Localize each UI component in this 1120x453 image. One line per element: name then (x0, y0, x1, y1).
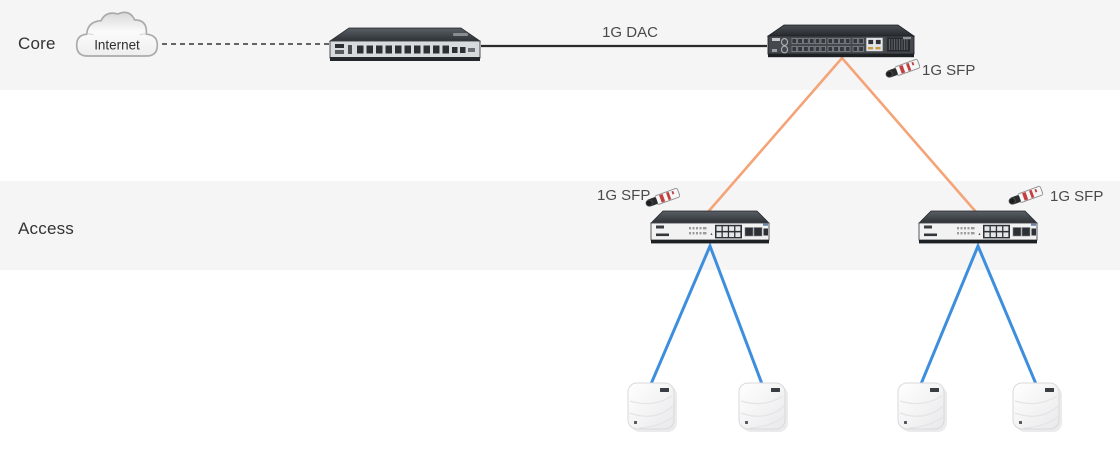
router-ports (357, 45, 475, 54)
internet-cloud-icon: Internet (75, 11, 159, 57)
access-switch-device-2 (918, 210, 1038, 244)
core-switch-ports (791, 38, 864, 52)
led-labels (689, 227, 707, 235)
sfp-module-icon-right (1008, 186, 1044, 205)
fiber-uplink-lines (707, 56, 977, 213)
sfp-module-icon-core (885, 59, 921, 78)
core-layer-label: Core (18, 34, 56, 53)
core-switch-device (766, 24, 916, 58)
access-switch-device-1 (650, 210, 770, 244)
sfp-module-icon-left (645, 188, 681, 207)
access-point-device-3 (897, 382, 947, 432)
rj45-ports (716, 226, 741, 237)
sfp-access-right-label: 1G SFP (1050, 188, 1104, 205)
sfp-access-left-label: 1G SFP (597, 187, 651, 204)
led-labels (957, 227, 975, 235)
access-point-device-1 (627, 382, 677, 432)
ap-links-right (919, 242, 1038, 385)
vent-grille (888, 39, 908, 50)
rj45-ports (984, 226, 1009, 237)
sfp-core-label: 1G SFP (922, 62, 976, 79)
access-point-device-2 (738, 382, 788, 432)
dac-link-label: 1G DAC (602, 24, 658, 41)
access-layer-label: Access (18, 219, 74, 238)
internet-label: Internet (94, 37, 140, 52)
ap-links-left (649, 241, 764, 385)
core-router-device (328, 27, 482, 61)
access-point-device-4 (1012, 382, 1062, 432)
